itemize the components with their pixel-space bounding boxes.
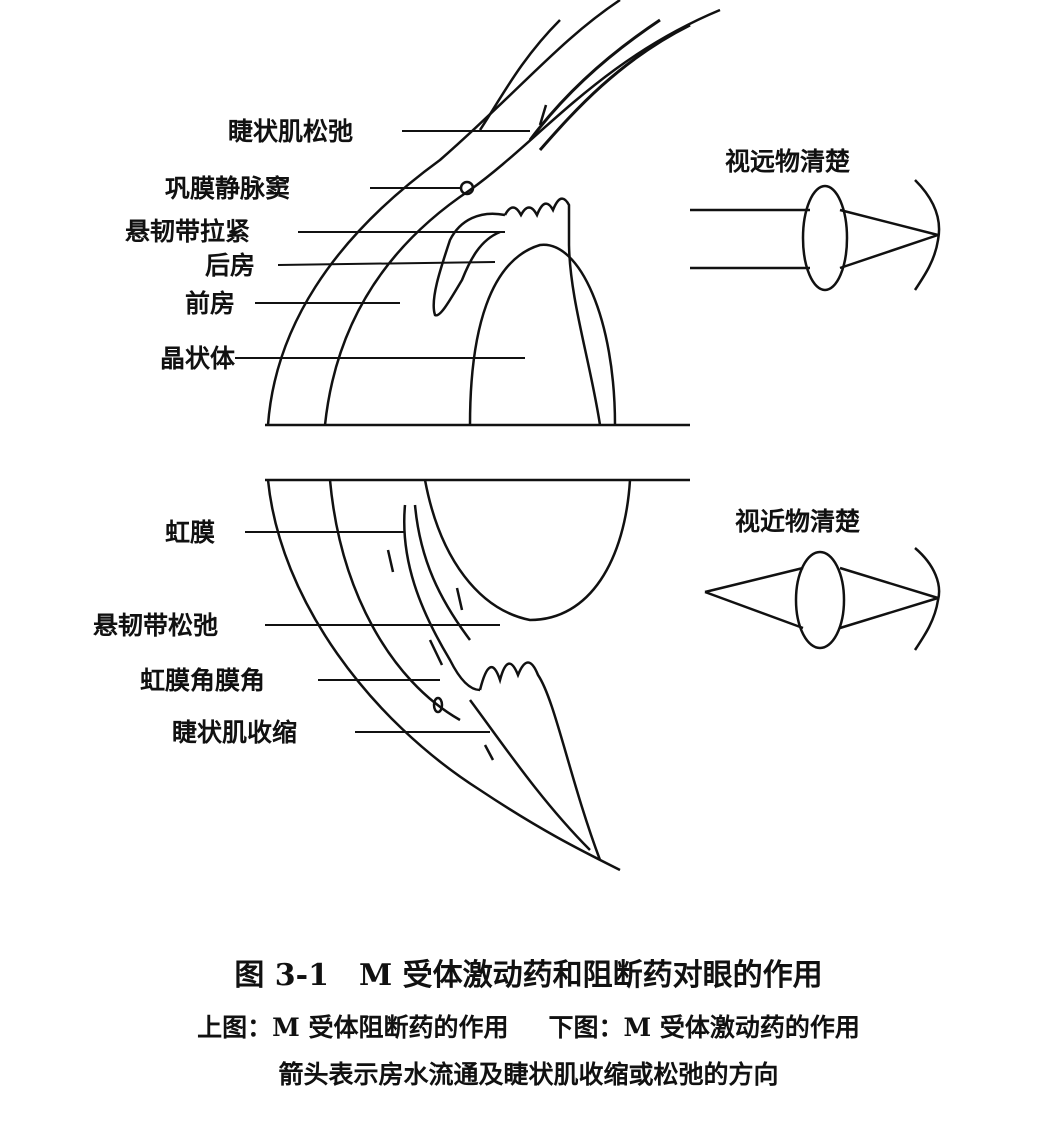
figure-note: 箭头表示房水流通及睫状肌收缩或松弛的方向: [278, 1060, 779, 1089]
label-iris: 虹膜: [165, 518, 215, 547]
bottom-cornea-outer: [266, 479, 621, 872]
label-iridocorneal-angle: 虹膜角膜角: [140, 666, 265, 695]
caption-upper: 上图：M 受体阻断药的作用: [197, 1013, 509, 1042]
bottom-lens: [423, 479, 632, 622]
top-ciliary-folds: [503, 197, 602, 426]
bottom-iris: [403, 504, 481, 692]
near-vision-lens-diagram: [704, 547, 941, 651]
bottom-scleral-sinus: [432, 696, 444, 714]
label-far-clear: 视远物清楚: [725, 147, 850, 176]
top-sclera-edge: [478, 19, 561, 131]
label-ciliary-relaxed: 睫状肌松弛: [228, 117, 353, 146]
top-muscle-fibres: [528, 18, 691, 151]
label-anterior-chamber: 前房: [185, 289, 235, 318]
label-posterior-chamber: 后房: [205, 251, 255, 280]
label-zonule-relaxed: 悬韧带松弛: [93, 611, 218, 640]
top-iris: [432, 212, 506, 317]
leader-lines: [235, 130, 530, 733]
far-vision-lens-diagram: [690, 179, 941, 292]
bottom-cornea-inner: [328, 479, 461, 722]
label-near-clear: 视近物清楚: [735, 507, 860, 536]
figure-subcaption: 上图：M 受体阻断药的作用 下图：M 受体激动药的作用: [0, 1008, 1057, 1044]
arrow-icon: [386, 104, 548, 761]
label-scleral-sinus: 巩膜静脉窦: [165, 174, 290, 203]
top-lens: [468, 243, 617, 426]
caption-lower: 下图：M 受体激动药的作用: [548, 1013, 860, 1042]
figure-title: 图 3-1 M 受体激动药和阻断药对眼的作用: [234, 958, 823, 993]
top-cornea-inner: [323, 8, 721, 426]
top-cornea-outer: [266, 0, 621, 426]
label-lens: 晶状体: [160, 344, 236, 373]
top-scleral-sinus: [459, 180, 475, 196]
bottom-ciliary: [468, 661, 602, 861]
label-zonule-tight: 悬韧带拉紧: [125, 217, 250, 246]
label-ciliary-contracted: 睫状肌收缩: [172, 718, 297, 747]
